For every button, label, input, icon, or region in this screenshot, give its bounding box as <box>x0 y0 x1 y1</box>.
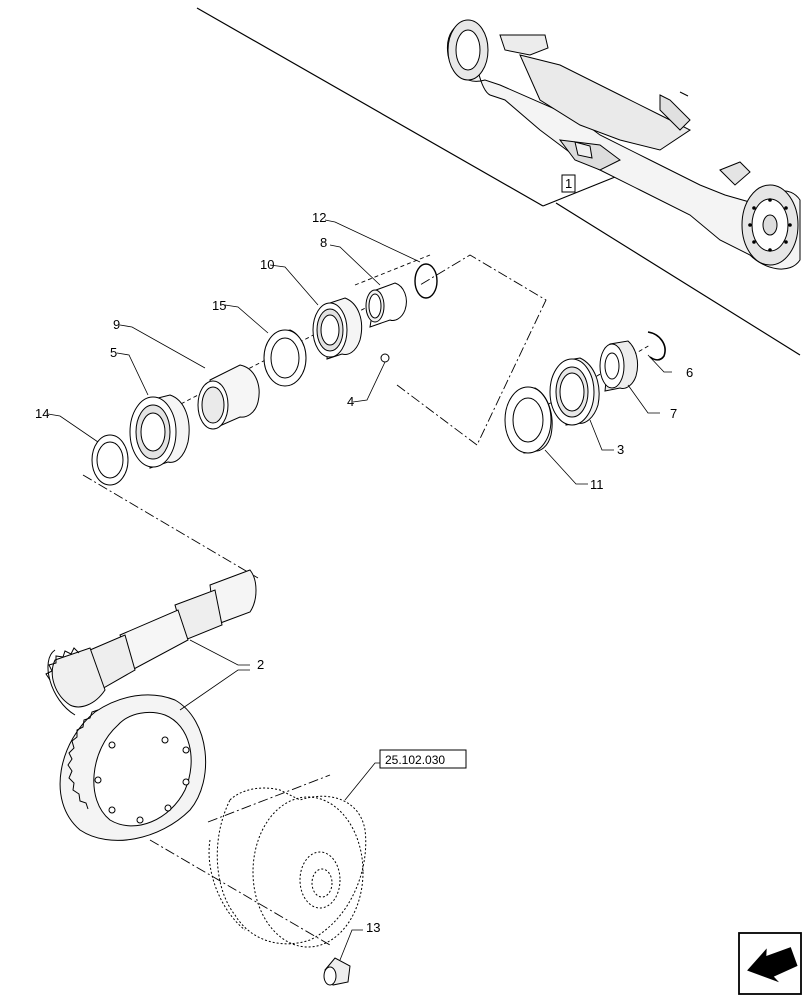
part-15-washer <box>263 329 307 387</box>
callout-6: 6 <box>686 365 693 380</box>
reference-label: 25.102.030 <box>385 753 445 767</box>
leader-lines <box>47 219 672 961</box>
reference-link-25-102-030[interactable]: 25.102.030 <box>379 749 467 769</box>
part-14-shim <box>91 434 129 486</box>
callout-7: 7 <box>670 406 677 421</box>
callout-labels: 1 2 3 4 5 6 7 8 9 10 11 12 13 14 15 <box>35 174 693 935</box>
navigation-arrow-icon[interactable] <box>738 932 802 995</box>
part-13-bolt <box>323 957 351 986</box>
callout-12: 12 <box>312 210 326 225</box>
callout-15: 15 <box>212 298 226 313</box>
part-9-spacer-sleeve <box>197 364 260 430</box>
part-6-snap-ring <box>647 331 666 361</box>
part-2-pinion-and-ring-gear <box>45 569 257 841</box>
part-3-seal <box>549 357 600 426</box>
callout-9: 9 <box>113 317 120 332</box>
assembly-centerlines <box>82 254 651 946</box>
part-10-bearing <box>312 297 363 360</box>
axle-assembly-illustration <box>446 19 801 270</box>
callout-2: 2 <box>257 657 264 672</box>
callout-10: 10 <box>260 257 274 272</box>
axle-separator-lines <box>196 7 801 356</box>
differential-housing-reference <box>208 787 367 948</box>
part-11-washer <box>504 386 553 454</box>
callout-1-box <box>561 174 576 193</box>
callout-1: 1 <box>565 176 572 191</box>
callout-14: 14 <box>35 406 49 421</box>
callout-13: 13 <box>366 920 380 935</box>
callout-3: 3 <box>617 442 624 457</box>
callout-4: 4 <box>347 394 354 409</box>
reference-box[interactable] <box>379 749 467 769</box>
callout-5: 5 <box>110 345 117 360</box>
part-4-ball <box>380 353 390 363</box>
part-7-nut <box>599 340 639 392</box>
callout-11: 11 <box>590 477 604 492</box>
callout-8: 8 <box>320 235 327 250</box>
part-5-bearing <box>129 394 190 469</box>
part-12-o-ring <box>414 263 438 299</box>
part-8-bearing-cage <box>365 282 407 328</box>
